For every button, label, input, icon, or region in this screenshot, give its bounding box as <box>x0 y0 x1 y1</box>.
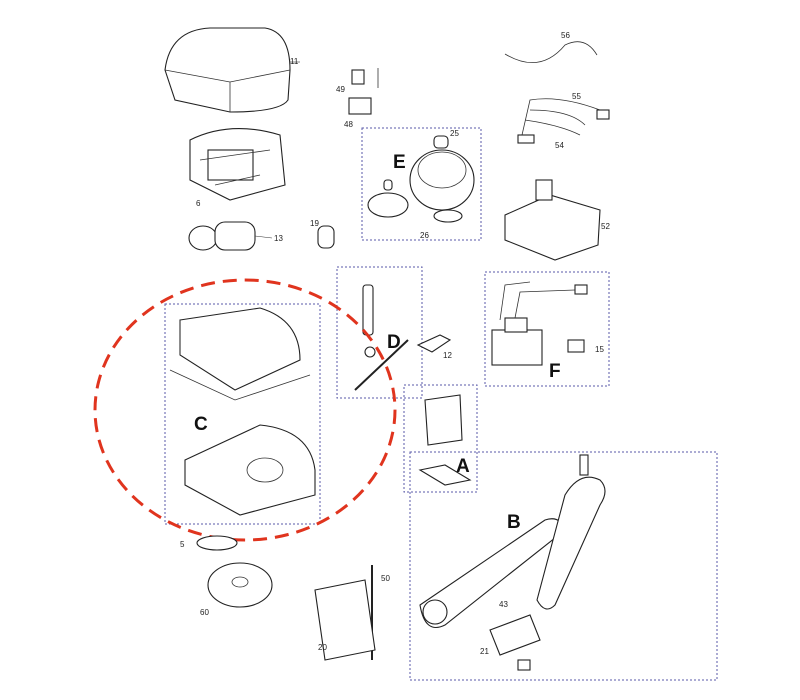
part-control-board <box>189 128 286 201</box>
part-number: 11 <box>290 57 299 66</box>
part-number: 5 <box>180 540 185 549</box>
part-control-unit <box>504 179 601 261</box>
part-gears <box>367 135 475 223</box>
section-box-f <box>484 271 610 387</box>
part-plate-20 <box>314 579 376 661</box>
section-box-d <box>336 266 423 399</box>
part-number: 21 <box>480 647 489 656</box>
part-pulley <box>207 562 273 608</box>
part-number: 15 <box>595 345 604 354</box>
part-number: 13 <box>274 234 283 243</box>
part-number: 25 <box>450 129 459 138</box>
section-box-b <box>409 451 718 681</box>
section-label-e: E <box>393 152 406 173</box>
part-housing-top <box>169 307 311 401</box>
section-box-a <box>403 384 478 493</box>
section-label-a: A <box>456 456 470 477</box>
highlight-circle <box>93 278 397 542</box>
part-number: 48 <box>344 120 353 129</box>
part-shaft <box>354 284 409 391</box>
part-number: 56 <box>561 31 570 40</box>
part-arm-assembly <box>419 454 606 671</box>
part-number: 50 <box>381 574 390 583</box>
part-number: 52 <box>601 222 610 231</box>
part-transformer <box>491 281 588 366</box>
part-harness <box>517 98 610 144</box>
part-number: 6 <box>196 199 201 208</box>
part-motor <box>188 221 273 251</box>
section-box-e <box>361 127 482 241</box>
part-number: 49 <box>336 85 345 94</box>
part-bracket-12 <box>416 334 452 353</box>
section-label-c: C <box>194 414 208 435</box>
part-seal <box>196 535 238 551</box>
part-limit-switch <box>348 68 379 115</box>
part-number: 12 <box>443 351 452 360</box>
section-label-b: B <box>507 512 521 533</box>
part-cover <box>164 27 300 113</box>
part-number: 54 <box>555 141 564 150</box>
part-housing-base <box>184 424 316 516</box>
part-release-lever <box>418 394 472 486</box>
part-number: 26 <box>420 231 429 240</box>
section-label-f: F <box>549 361 561 382</box>
part-number: 55 <box>572 92 581 101</box>
section-box-c <box>164 303 321 525</box>
part-number: 20 <box>318 643 327 652</box>
part-wire-56 <box>504 41 598 63</box>
section-label-d: D <box>387 332 401 353</box>
part-number: 43 <box>499 600 508 609</box>
part-number: 60 <box>200 608 209 617</box>
part-number: 19 <box>310 219 319 228</box>
part-bushing <box>317 225 335 249</box>
